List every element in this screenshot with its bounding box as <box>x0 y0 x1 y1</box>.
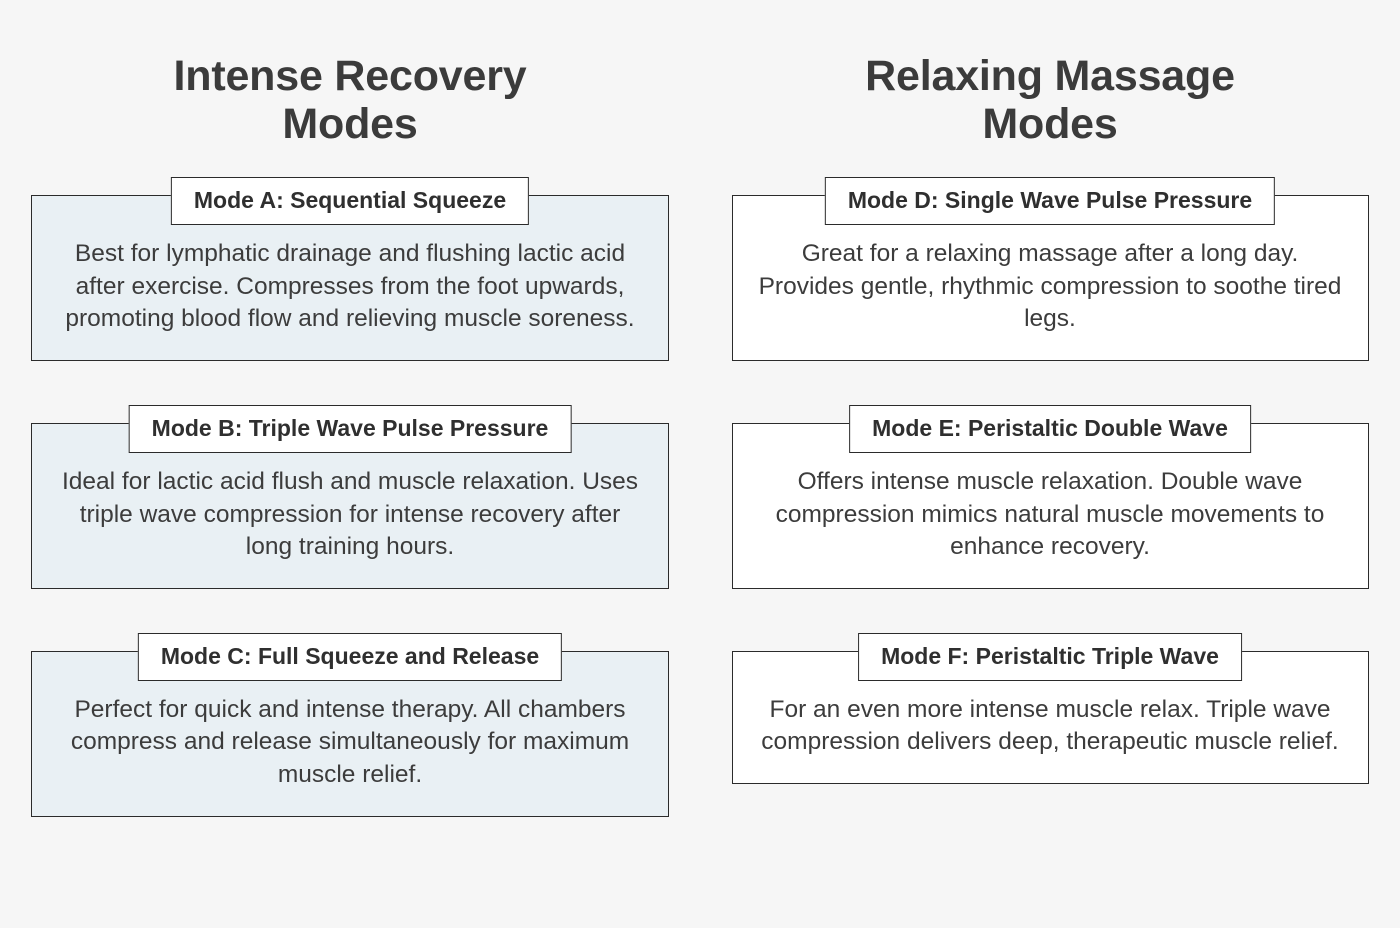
card-description-mode-f: For an even more intense muscle relax. T… <box>761 695 1339 756</box>
card-header-mode-c: Mode C: Full Squeeze and Release <box>137 632 563 681</box>
card-header-mode-d: Mode D: Single Wave Pulse Pressure <box>824 177 1276 226</box>
card-description-mode-a: Best for lymphatic drainage and flushing… <box>65 240 635 333</box>
card-header-mode-b: Mode B: Triple Wave Pulse Pressure <box>128 405 572 454</box>
card-body-mode-c: Perfect for quick and intense therapy. A… <box>31 650 669 817</box>
card-header-mode-a: Mode A: Sequential Squeeze <box>170 177 530 226</box>
card-header-mode-e: Mode E: Peristaltic Double Wave <box>849 405 1251 454</box>
card-header-mode-f: Mode F: Peristaltic Triple Wave <box>858 632 1242 681</box>
column-title-relaxing-massage: Relaxing Massage Modes <box>865 52 1235 149</box>
card-mode-e[interactable]: Mode E: Peristaltic Double Wave Offers i… <box>731 405 1369 589</box>
card-description-mode-d: Great for a relaxing massage after a lon… <box>758 240 1342 333</box>
card-description-mode-c: Perfect for quick and intense therapy. A… <box>70 695 630 788</box>
card-list-intense-recovery: Mode A: Sequential Squeeze Best for lymp… <box>0 177 700 860</box>
column-title-intense-recovery: Intense Recovery Modes <box>173 52 527 149</box>
card-body-mode-f: For an even more intense muscle relax. T… <box>731 650 1369 784</box>
card-mode-a[interactable]: Mode A: Sequential Squeeze Best for lymp… <box>31 177 669 362</box>
card-mode-b[interactable]: Mode B: Triple Wave Pulse Pressure Ideal… <box>31 405 669 589</box>
card-mode-d[interactable]: Mode D: Single Wave Pulse Pressure Great… <box>731 177 1369 362</box>
column-relaxing-massage: Relaxing Massage Modes Mode D: Single Wa… <box>700 0 1400 928</box>
card-mode-f[interactable]: Mode F: Peristaltic Triple Wave For an e… <box>731 632 1369 784</box>
column-intense-recovery: Intense Recovery Modes Mode A: Sequentia… <box>0 52 700 860</box>
card-mode-c[interactable]: Mode C: Full Squeeze and Release Perfect… <box>31 632 669 817</box>
card-description-mode-b: Ideal for lactic acid flush and muscle r… <box>61 468 639 561</box>
card-description-mode-e: Offers intense muscle relaxation. Double… <box>775 468 1325 561</box>
card-list-relaxing-massage: Mode D: Single Wave Pulse Pressure Great… <box>700 177 1400 828</box>
